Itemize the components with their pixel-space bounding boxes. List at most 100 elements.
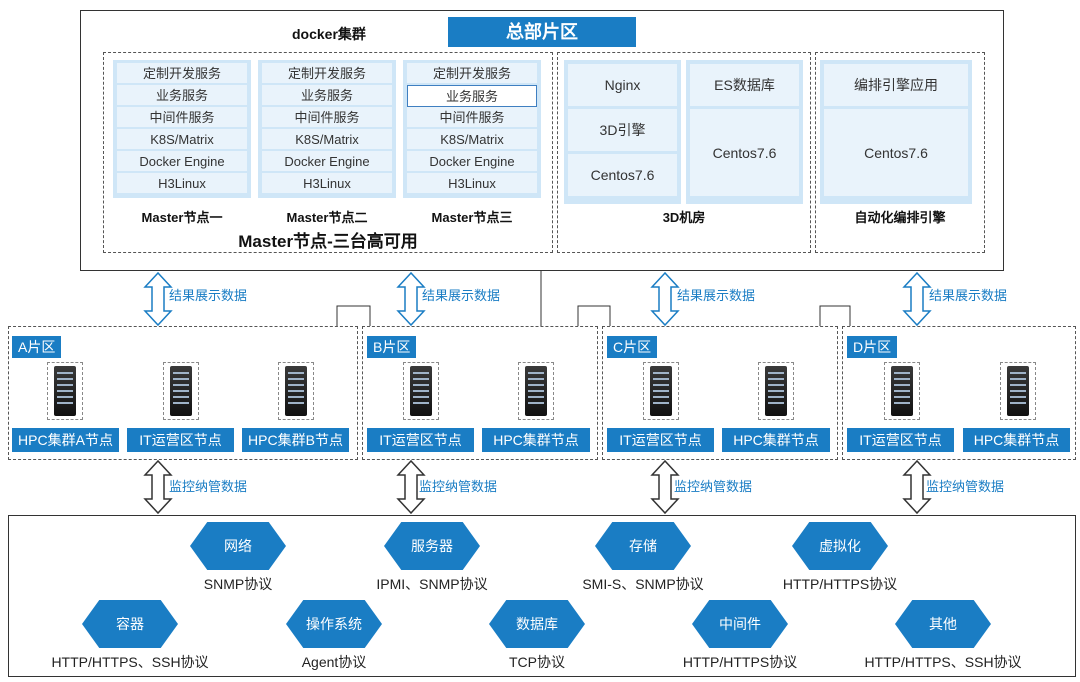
room3d-cell: Centos7.6: [690, 109, 799, 196]
zone-d-tag: D片区: [847, 336, 898, 358]
master-1-stack: 定制开发服务 业务服务 中间件服务 K8S/Matrix Docker Engi…: [113, 60, 251, 198]
monitor-data-label: 监控纳管数据: [169, 479, 248, 494]
resource-protocol: HTTP/HTTPS协议: [782, 576, 898, 592]
stack-cell: Docker Engine: [262, 151, 392, 173]
double-arrow-icon: [902, 271, 932, 327]
zone-a-node[interactable]: HPC集群B节点: [242, 428, 349, 452]
resource-container-hex[interactable]: 容器: [82, 600, 178, 648]
stack-cell: H3Linux: [407, 173, 537, 195]
stack-cell: 中间件服务: [407, 107, 537, 129]
server-icon: [47, 362, 83, 420]
master-2-label: Master节点二: [286, 210, 368, 225]
stack-cell: K8S/Matrix: [262, 129, 392, 151]
resource-virtualization-hex[interactable]: 虚拟化: [792, 522, 888, 570]
orchestration-label: 自动化编排引擎: [854, 210, 946, 225]
room3d-cell: Nginx: [568, 64, 677, 106]
zone-c-node[interactable]: IT运营区节点: [607, 428, 714, 452]
zone-b: [362, 326, 598, 460]
resource-storage-hex[interactable]: 存储: [595, 522, 691, 570]
stack-cell-selected[interactable]: 业务服务: [407, 85, 537, 107]
zone-c-tag: C片区: [607, 336, 658, 358]
master-1-label: Master节点一: [141, 210, 223, 225]
double-arrow-icon: [650, 459, 680, 515]
master-3-stack: 定制开发服务 业务服务 中间件服务 K8S/Matrix Docker Engi…: [403, 60, 541, 198]
double-arrow-icon: [902, 459, 932, 515]
hq-title: 总部片区: [448, 17, 636, 47]
resource-network-hex[interactable]: 网络: [190, 522, 286, 570]
zone-b-node[interactable]: IT运营区节点: [367, 428, 474, 452]
resource-protocol: TCP协议: [509, 654, 565, 670]
stack-cell: 业务服务: [117, 85, 247, 107]
resource-protocol: Agent协议: [301, 654, 367, 670]
stack-cell: 中间件服务: [117, 107, 247, 129]
stack-cell: Docker Engine: [117, 151, 247, 173]
stack-cell: H3Linux: [262, 173, 392, 195]
result-data-label: 结果展示数据: [422, 288, 501, 303]
server-icon: [1000, 362, 1036, 420]
docker-cluster-label: docker集群: [292, 26, 366, 42]
resource-protocol: HTTP/HTTPS协议: [682, 654, 798, 670]
master-group-label: Master节点-三台高可用: [238, 232, 418, 251]
stack-cell: 定制开发服务: [262, 63, 392, 85]
master-group: [103, 52, 553, 253]
resource-server-hex[interactable]: 服务器: [384, 522, 480, 570]
resource-middleware-hex[interactable]: 中间件: [692, 600, 788, 648]
master-2-stack: 定制开发服务 业务服务 中间件服务 K8S/Matrix Docker Engi…: [258, 60, 396, 198]
server-icon: [643, 362, 679, 420]
orchestration-cell: 编排引擎应用: [824, 64, 968, 106]
resource-other-hex[interactable]: 其他: [895, 600, 991, 648]
resource-protocol: HTTP/HTTPS、SSH协议: [864, 654, 1022, 670]
zone-c: [602, 326, 838, 460]
zone-a-node[interactable]: HPC集群A节点: [12, 428, 119, 452]
stack-cell: 中间件服务: [262, 107, 392, 129]
double-arrow-icon: [396, 271, 426, 327]
resource-os-hex[interactable]: 操作系统: [286, 600, 382, 648]
room3d-cell: Centos7.6: [568, 154, 677, 196]
resource-protocol: HTTP/HTTPS、SSH协议: [51, 654, 209, 670]
stack-cell: K8S/Matrix: [117, 129, 247, 151]
zone-b-tag: B片区: [367, 336, 417, 358]
stack-cell: 业务服务: [262, 85, 392, 107]
double-arrow-icon: [650, 271, 680, 327]
server-icon: [884, 362, 920, 420]
double-arrow-icon: [143, 459, 173, 515]
server-icon: [403, 362, 439, 420]
resource-protocol: SMI-S、SNMP协议: [582, 576, 704, 592]
monitor-data-label: 监控纳管数据: [419, 479, 498, 494]
room3d-left-pane: Nginx 3D引擎 Centos7.6: [564, 60, 681, 204]
result-data-label: 结果展示数据: [677, 288, 756, 303]
resource-protocol: IPMI、SNMP协议: [376, 576, 488, 592]
stack-cell: K8S/Matrix: [407, 129, 537, 151]
server-icon: [163, 362, 199, 420]
server-icon: [518, 362, 554, 420]
resource-protocol: SNMP协议: [203, 576, 273, 592]
stack-cell: 定制开发服务: [407, 63, 537, 85]
room3d-label: 3D机房: [662, 210, 706, 225]
connector-line: [336, 305, 371, 326]
orchestration-pane: 编排引擎应用 Centos7.6: [820, 60, 972, 204]
zone-a-tag: A片区: [12, 336, 62, 358]
stack-cell: Docker Engine: [407, 151, 537, 173]
resource-database-hex[interactable]: 数据库: [489, 600, 585, 648]
monitor-data-label: 监控纳管数据: [926, 479, 1005, 494]
stack-cell: H3Linux: [117, 173, 247, 195]
server-icon: [758, 362, 794, 420]
orchestration-group: [815, 52, 985, 253]
zone-a-node[interactable]: IT运营区节点: [127, 428, 234, 452]
double-arrow-icon: [396, 459, 426, 515]
zone-b-node[interactable]: HPC集群节点: [482, 428, 590, 452]
zone-a: [8, 326, 358, 460]
result-data-label: 结果展示数据: [929, 288, 1008, 303]
zone-c-node[interactable]: HPC集群节点: [722, 428, 830, 452]
room3d-cell: ES数据库: [690, 64, 799, 106]
room3d-right-pane: ES数据库 Centos7.6: [686, 60, 803, 204]
zone-d: [842, 326, 1076, 460]
orchestration-cell: Centos7.6: [824, 109, 968, 196]
zone-d-node[interactable]: HPC集群节点: [963, 428, 1070, 452]
connector-line: [577, 305, 611, 326]
room3d-cell: 3D引擎: [568, 109, 677, 151]
zone-d-node[interactable]: IT运营区节点: [847, 428, 954, 452]
connector-line: [819, 305, 851, 326]
master-3-label: Master节点三: [431, 210, 513, 225]
